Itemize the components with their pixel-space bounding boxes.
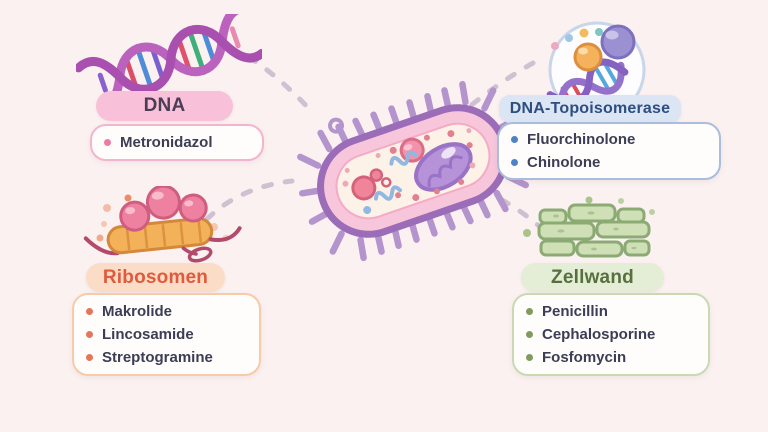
cell-wall-icon: [537, 203, 651, 258]
nucleoid-organelle: [414, 142, 473, 192]
rna-squiggles: [373, 150, 418, 201]
bullet-icon: [526, 354, 533, 361]
list-item: Makrolide: [86, 300, 247, 323]
list-item: Chinolone: [511, 151, 707, 174]
dna-helix-icon: [76, 14, 262, 102]
bullet-icon: [86, 354, 93, 361]
topoisomerase-icon: [546, 21, 646, 119]
list-item: Penicillin: [526, 300, 696, 323]
drug-label: Penicillin: [542, 303, 608, 320]
drug-label: Fluorchinolone: [527, 131, 636, 148]
panel-topoisomerase-title: DNA-Topoisomerase: [499, 95, 681, 123]
drug-label: Cephalosporine: [542, 326, 656, 343]
ribosome-icon: [83, 186, 242, 263]
list-item: Cephalosporine: [526, 323, 696, 346]
list-item: Fluorchinolone: [511, 128, 707, 151]
panel-ribosomen-title: Ribosomen: [86, 263, 225, 292]
drug-label: Streptogramine: [102, 349, 213, 366]
bullet-icon: [511, 136, 518, 143]
bullet-icon: [104, 139, 111, 146]
drug-label: Metronidazol: [120, 134, 213, 151]
bullet-icon: [86, 308, 93, 315]
list-item: Metronidazol: [104, 131, 250, 154]
drug-label: Makrolide: [102, 303, 173, 320]
bullet-icon: [86, 331, 93, 338]
list-item: Fosfomycin: [526, 346, 696, 369]
panel-dna-title: DNA: [96, 91, 233, 121]
panel-zellwand-title: Zellwand: [521, 263, 664, 292]
bullet-icon: [511, 159, 518, 166]
bullet-icon: [526, 331, 533, 338]
panel-dna-list: Metronidazol: [90, 124, 264, 161]
drug-label: Fosfomycin: [542, 349, 627, 366]
drug-label: Lincosamide: [102, 326, 194, 343]
list-item: Lincosamide: [86, 323, 247, 346]
panel-ribosomen-list: Makrolide Lincosamide Streptogramine: [72, 293, 261, 376]
drug-label: Chinolone: [527, 154, 601, 171]
cytoplasm-dots: [389, 130, 473, 202]
panel-topoisomerase-list: Fluorchinolone Chinolone: [497, 122, 721, 180]
panel-zellwand-list: Penicillin Cephalosporine Fosfomycin: [512, 293, 710, 376]
list-item: Streptogramine: [86, 346, 247, 369]
bullet-icon: [526, 308, 533, 315]
